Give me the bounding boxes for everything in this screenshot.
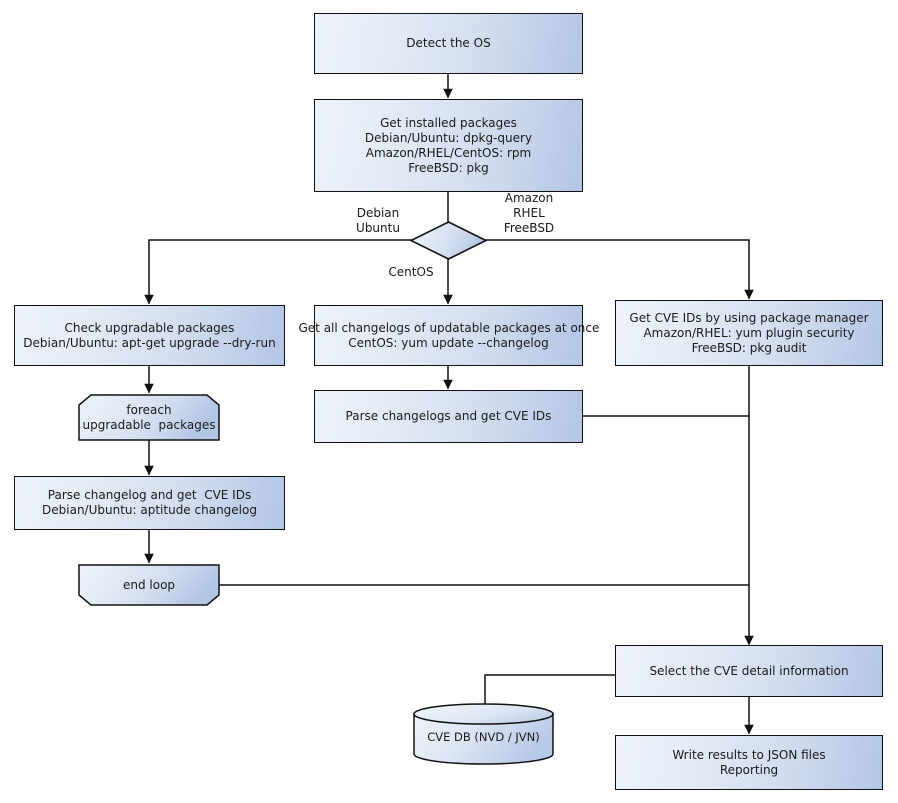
node-detect-os[interactable]: Detect the OS	[314, 13, 583, 74]
edge-label-centos: CentOS	[388, 265, 434, 279]
node-get-installed-packages[interactable]: Get installed packages Debian/Ubuntu: dp…	[314, 99, 583, 192]
edge-decision-amazon	[485, 239, 754, 300]
loop-start-shape	[78, 394, 220, 441]
node-select-cve-detail[interactable]: Select the CVE detail information	[615, 645, 883, 697]
loop-end-shape	[78, 564, 220, 606]
node-check-upgradable-packages[interactable]: Check upgradable packages Debian/Ubuntu:…	[14, 305, 285, 366]
node-foreach-loop-start[interactable]: foreach upgradable packages	[78, 394, 220, 441]
node-cve-db[interactable]: CVE DB (NVD / JVN)	[413, 703, 554, 765]
node-os-decision[interactable]	[410, 221, 487, 260]
node-get-cve-ids-package-manager-label: Get CVE IDs by using package manager Ama…	[629, 310, 869, 355]
node-parse-changelogs-centos[interactable]: Parse changelogs and get CVE IDs	[314, 390, 583, 443]
node-parse-changelog-debian-label: Parse changelog and get CVE IDs Debian/U…	[42, 488, 257, 517]
node-end-loop[interactable]: end loop	[78, 564, 220, 606]
node-foreach-loop-start-label: foreach upgradable packages	[82, 402, 216, 432]
edge-select-to-cvedb	[484, 674, 616, 707]
edge-label-debian-ubuntu: Debian Ubuntu	[356, 206, 400, 235]
edge-decision-debian	[144, 239, 412, 305]
node-check-upgradable-packages-label: Check upgradable packages Debian/Ubuntu:…	[23, 320, 276, 350]
node-get-installed-packages-label: Get installed packages Debian/Ubuntu: dp…	[364, 115, 533, 175]
node-select-cve-detail-label: Select the CVE detail information	[649, 663, 849, 678]
node-detect-os-label: Detect the OS	[406, 36, 491, 50]
node-write-results[interactable]: Write results to JSON files Reporting	[615, 735, 883, 790]
node-get-all-changelogs-label: Get all changelogs of updatable packages…	[298, 320, 600, 350]
node-end-loop-label: end loop	[122, 577, 176, 592]
edge-label-amazon-rhel-freebsd: Amazon RHEL FreeBSD	[503, 191, 555, 235]
decision-diamond-shape	[410, 221, 487, 260]
node-get-cve-ids-package-manager[interactable]: Get CVE IDs by using package manager Ama…	[615, 300, 883, 366]
node-parse-changelog-debian[interactable]: Parse changelog and get CVE IDs Debian/U…	[14, 476, 285, 530]
database-cylinder-shape	[413, 703, 554, 765]
node-get-all-changelogs[interactable]: Get all changelogs of updatable packages…	[299, 305, 599, 366]
node-parse-changelogs-centos-label: Parse changelogs and get CVE IDs	[345, 409, 552, 423]
node-write-results-label: Write results to JSON files Reporting	[672, 747, 826, 777]
node-cve-db-label: CVE DB (NVD / JVN)	[427, 730, 540, 744]
